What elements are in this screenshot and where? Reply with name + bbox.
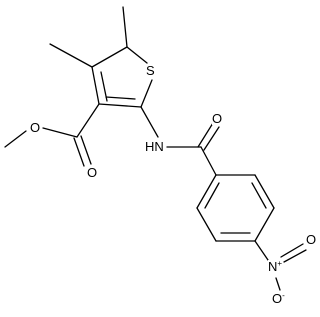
bond-ring-to-nitro: [254, 240, 269, 261]
bond-c2-c3: [98, 103, 142, 108]
bond-c3-c4: [91, 66, 100, 105]
bond-c4-c5: [91, 46, 128, 68]
bond-nitro-double-a: [280, 243, 304, 258]
bond-c4-methyl: [49, 43, 93, 68]
nitro-nitrogen-label: N+: [268, 259, 283, 274]
ester-carbonyl-oxygen-label: O: [87, 165, 98, 180]
bond-c5-methyl: [122, 6, 128, 48]
bond-carbonyl-to-ring: [200, 146, 217, 176]
bond-ring-c: [254, 207, 275, 242]
bond-oxygen-methyl: [4, 130, 27, 148]
bond-ring-b: [254, 174, 275, 209]
ester-ether-oxygen-label: O: [30, 120, 41, 135]
nitro-nitrogen-symbol: N: [268, 259, 278, 274]
bond-c2-nh: [140, 106, 159, 138]
nitro-nitrogen-charge: +: [277, 259, 283, 268]
bond-nitro-single: [275, 277, 281, 291]
bond-amide-carbonyl-a: [197, 122, 214, 148]
bond-ring-f-inner: [204, 182, 220, 209]
bond-c2-c3-inner: [105, 96, 136, 100]
bond-ring-e: [196, 207, 217, 242]
nitro-single-oxygen-symbol: O: [272, 291, 283, 306]
bond-c3-ester-carbon: [76, 103, 100, 138]
bond-ester-carbonyl-a: [73, 137, 85, 167]
bond-ring-b-inner: [251, 182, 267, 209]
bond-s-c2: [140, 79, 153, 108]
nitro-double-oxygen-label: O: [306, 232, 317, 247]
nitro-single-oxygen-mark: -: [282, 291, 285, 300]
bond-ring-f: [196, 174, 217, 209]
sulfur-atom-label: S: [146, 63, 155, 78]
amide-oxygen-label: O: [212, 111, 223, 126]
bond-amide-carbonyl-b: [203, 126, 220, 151]
bond-ester-carbonyl-b: [80, 135, 92, 165]
bond-c5-s: [126, 46, 148, 64]
nitro-single-oxygen-label: O-: [272, 292, 285, 305]
bond-ester-carbon-oxygen: [42, 127, 78, 138]
bond-nitro-double-b: [283, 249, 307, 263]
bond-c3-c4-inner: [100, 71, 108, 102]
amide-nitrogen-label: HN: [145, 139, 164, 154]
